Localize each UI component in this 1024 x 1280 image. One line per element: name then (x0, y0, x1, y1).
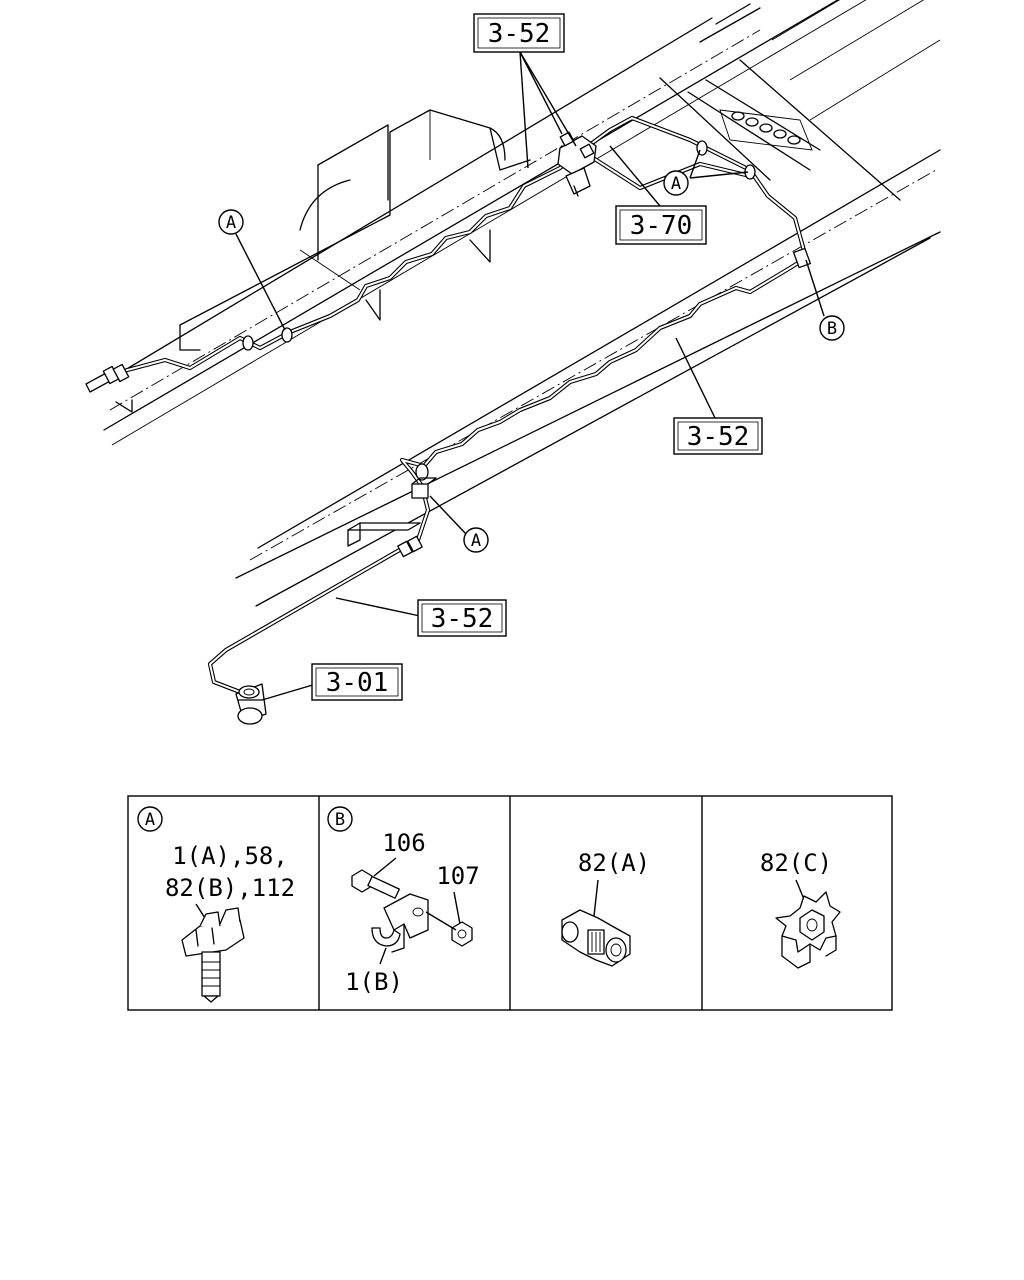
panel-b-part-106: 106 (382, 829, 425, 857)
callout-3-70-label: 3-70 (630, 211, 693, 241)
bolt-icon (351, 869, 400, 899)
callout-3-52-low-label: 3-52 (431, 604, 494, 634)
legend-panel-a: A 1(A),58, 82(B),112 (137, 806, 295, 1003)
panel-a-line2: 82(B),112 (165, 874, 295, 902)
legend-panel-b: B 106 107 1(B) (327, 806, 480, 996)
chassis-frame (99, 0, 941, 607)
nut-icon (451, 921, 473, 947)
svg-text:A: A (226, 213, 236, 233)
panel-d-label: 82(C) (760, 849, 832, 877)
panel-b-part-1b: 1(B) (345, 968, 403, 996)
wheel-cylinder (235, 683, 267, 725)
callout-3-52-right: 3-52 (673, 417, 763, 455)
callout-3-70: 3-70 (615, 205, 707, 245)
marker-a-lower: A (463, 527, 489, 553)
svg-text:A: A (671, 174, 681, 194)
callout-3-01: 3-01 (311, 663, 403, 701)
marker-b: B (819, 315, 845, 341)
marker-a-right: A (663, 170, 689, 196)
legend-panel-d: 82(C) (760, 849, 841, 969)
panel-b-part-107: 107 (436, 862, 479, 890)
panel-a-line1: 1(A),58, (172, 842, 288, 870)
panel-b-marker: B (327, 806, 353, 832)
svg-text:B: B (335, 810, 345, 830)
double-pipe-clip-icon (561, 909, 631, 967)
push-clip-icon (181, 907, 245, 1003)
star-clip-icon (775, 891, 841, 969)
callout-3-52-top: 3-52 (473, 13, 565, 53)
legend-table (127, 795, 893, 1011)
callout-3-01-label: 3-01 (326, 668, 389, 698)
callout-3-52-right-label: 3-52 (687, 422, 750, 452)
callout-3-52-top-label: 3-52 (488, 19, 551, 49)
legend-panel-c: 82(A) (561, 849, 650, 967)
svg-text:A: A (145, 810, 155, 830)
svg-text:A: A (471, 531, 481, 551)
marker-a-left: A (218, 209, 244, 235)
pipe-bracket-icon (371, 893, 429, 953)
callout-3-52-low: 3-52 (417, 599, 507, 637)
panel-a-marker: A (137, 806, 163, 832)
pipe-fittings (85, 131, 812, 725)
svg-text:B: B (827, 319, 837, 339)
panel-c-label: 82(A) (578, 849, 650, 877)
leader-lines (235, 51, 825, 701)
